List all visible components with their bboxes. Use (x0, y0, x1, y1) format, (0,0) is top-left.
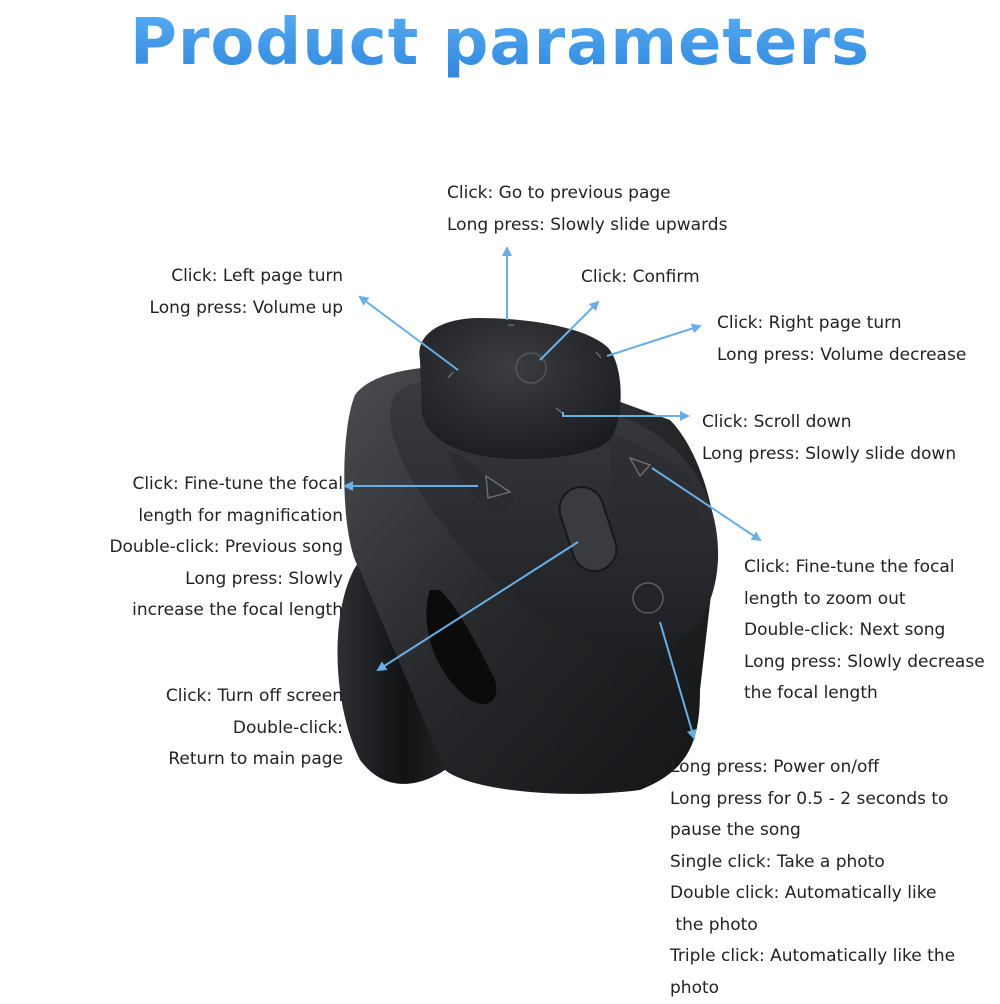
label-line: Click: Turn off screen (166, 681, 343, 713)
label-line: photo (670, 973, 955, 1004)
label-line: Long press: Slowly decrease (744, 647, 985, 679)
label-line: Return to main page (166, 744, 343, 776)
label-line: Long press: Power on/off (670, 752, 955, 784)
label-power: Long press: Power on/off Long press for … (670, 752, 955, 1004)
label-line: Click: Fine-tune the focal (109, 469, 343, 501)
label-line: Double-click: Previous song (109, 532, 343, 564)
label-line: length for magnification (109, 501, 343, 533)
label-line: Double-click: (166, 713, 343, 745)
label-line: Long press: Slowly slide upwards (447, 210, 727, 242)
label-scroll-down: Click: Scroll down Long press: Slowly sl… (702, 407, 956, 470)
label-line: the photo (670, 910, 955, 942)
label-line: increase the focal length (109, 595, 343, 627)
label-line: Long press for 0.5 - 2 seconds to (670, 784, 955, 816)
label-focal-out: Click: Fine-tune the focal length to zoo… (744, 552, 985, 710)
label-line: length to zoom out (744, 584, 985, 616)
label-line: Triple click: Automatically like the (670, 941, 955, 973)
label-screen: Click: Turn off screen Double-click: Ret… (166, 681, 343, 776)
label-line: Click: Fine-tune the focal (744, 552, 985, 584)
dpad (419, 318, 620, 459)
label-line: Single click: Take a photo (670, 847, 955, 879)
label-line: Long press: Slowly (109, 564, 343, 596)
label-confirm: Click: Confirm (581, 262, 700, 294)
label-line: Long press: Volume decrease (717, 340, 966, 372)
label-line: Click: Confirm (581, 262, 700, 294)
label-top: Click: Go to previous page Long press: S… (447, 178, 727, 241)
label-line: Click: Scroll down (702, 407, 956, 439)
label-line: Double click: Automatically like (670, 878, 955, 910)
label-line: Long press: Volume up (150, 293, 343, 325)
label-right-turn: Click: Right page turn Long press: Volum… (717, 308, 966, 371)
label-line: Click: Left page turn (150, 261, 343, 293)
label-line: Click: Right page turn (717, 308, 966, 340)
label-line: Double-click: Next song (744, 615, 985, 647)
label-line: Click: Go to previous page (447, 178, 727, 210)
label-focal-in: Click: Fine-tune the focal length for ma… (109, 469, 343, 627)
label-line: Long press: Slowly slide down (702, 439, 956, 471)
label-left-turn: Click: Left page turn Long press: Volume… (150, 261, 343, 324)
label-line: the focal length (744, 678, 985, 710)
label-line: pause the song (670, 815, 955, 847)
